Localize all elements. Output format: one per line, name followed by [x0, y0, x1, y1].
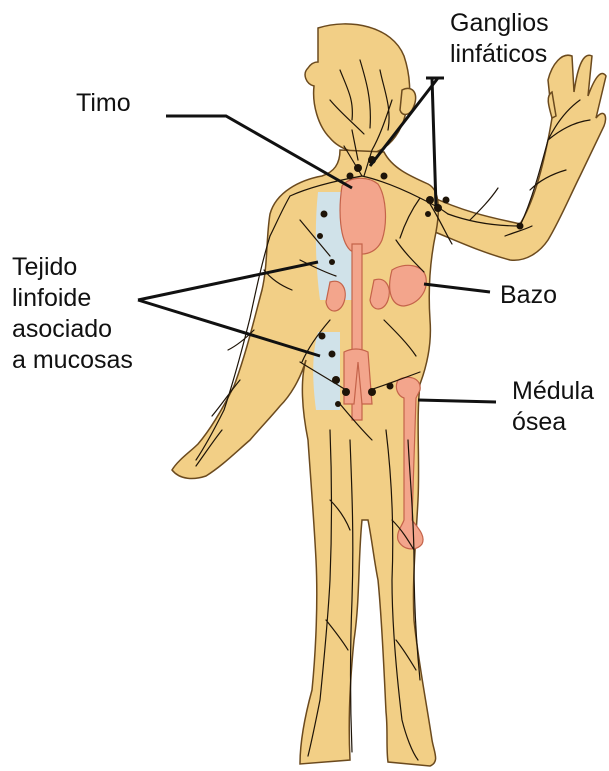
label-timo-text: Timo: [76, 88, 131, 119]
label-tejido-line2: linfoide: [12, 283, 133, 314]
label-medula-line2: ósea: [512, 407, 594, 438]
label-medula-line1: Médula: [512, 376, 594, 407]
label-tejido-line1: Tejido: [12, 252, 133, 283]
label-tejido-linfoide: Tejido linfoide asociado a mucosas: [12, 252, 133, 376]
label-timo: Timo: [76, 88, 131, 119]
label-tejido-line3: asociado: [12, 314, 133, 345]
leader-medula: [418, 400, 496, 402]
leader-bazo: [424, 284, 490, 292]
label-bazo: Bazo: [500, 280, 557, 311]
label-medula-osea: Médula ósea: [512, 376, 594, 438]
mucosa-tissue-abdomen: [313, 332, 340, 410]
label-ganglios-linfaticos: Ganglios linfáticos: [450, 8, 549, 70]
label-tejido-line4: a mucosas: [12, 345, 133, 376]
label-ganglios-line2: linfáticos: [450, 39, 549, 70]
label-ganglios-line1: Ganglios: [450, 8, 549, 39]
label-bazo-text: Bazo: [500, 280, 557, 311]
